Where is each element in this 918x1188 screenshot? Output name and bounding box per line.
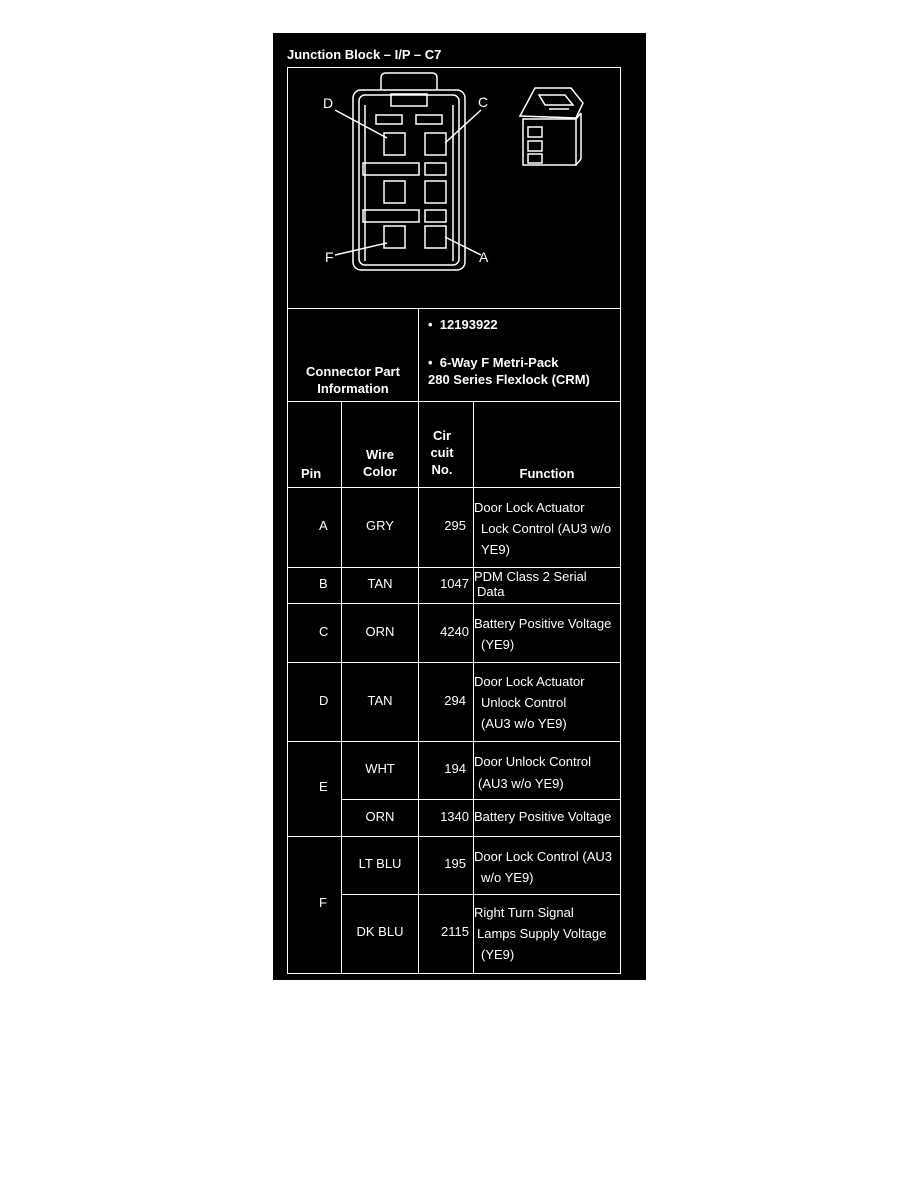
circuit-number: 194 xyxy=(444,761,466,776)
pin-label-d: D xyxy=(323,95,333,111)
pin-cell-f xyxy=(287,836,342,974)
pin-label-a: A xyxy=(479,249,489,265)
part-number: • 12193922 xyxy=(428,317,498,332)
pin-e: E xyxy=(319,779,328,794)
circuit-number: 4240 xyxy=(440,624,469,639)
cavity-c xyxy=(424,132,447,156)
connector-info-label: Connector Part Information xyxy=(306,364,400,396)
connector-description: • 6-Way F Metri-Pack 280 Series Flexlock… xyxy=(428,355,590,387)
wire-color: GRY xyxy=(366,518,394,533)
circuit-number: 294 xyxy=(444,693,466,708)
circuit-number: 2115 xyxy=(441,924,469,939)
wire-color: ORN xyxy=(365,624,395,639)
pin-cell-a xyxy=(287,487,342,568)
circuit-number: 1340 xyxy=(440,809,469,824)
pin-f: F xyxy=(319,895,327,910)
pin-d: D xyxy=(319,693,329,708)
function-text: Door Lock Control (AU3 w/o YE9) xyxy=(474,849,612,885)
wire-color: LT BLU xyxy=(358,856,402,871)
cavity-d xyxy=(383,132,406,156)
pin-cell-d xyxy=(287,662,342,742)
cavity-e xyxy=(383,180,406,204)
pin-b: B xyxy=(319,576,328,591)
pin-label-f: F xyxy=(325,249,334,265)
header-function: Function xyxy=(519,466,575,481)
function-text: Right Turn Signal Lamps Supply Voltage (… xyxy=(474,905,607,962)
pin-label-c: C xyxy=(478,94,488,110)
wire-color: ORN xyxy=(365,809,395,824)
connector-panel: Junction Block – I/P – C7 xyxy=(273,33,646,980)
wire-color: DK BLU xyxy=(356,924,404,939)
pin-cell-b xyxy=(287,567,342,604)
connector-diagram: D C F A xyxy=(323,72,584,271)
circuit-number: 195 xyxy=(444,856,466,871)
function-text: Battery Positive Voltage xyxy=(474,809,612,824)
circuit-number: 295 xyxy=(444,518,466,533)
connector-housing-inner xyxy=(358,94,460,266)
cavity-a xyxy=(424,225,447,249)
connector-latch xyxy=(380,72,438,90)
function-text: Door Unlock Control (AU3 w/o YE9) xyxy=(474,754,592,791)
wire-color: TAN xyxy=(367,576,393,591)
function-text: Door Lock Actuator Unlock Control (AU3 w… xyxy=(474,674,585,731)
connector-housing xyxy=(352,89,466,271)
pin-cell-c xyxy=(287,603,342,663)
pin-c: C xyxy=(319,624,329,639)
function-text: Door Lock Actuator Lock Control (AU3 w/o… xyxy=(474,500,612,557)
wire-color: TAN xyxy=(367,693,393,708)
function-text: Battery Positive Voltage (YE9) xyxy=(474,616,612,652)
connector-3d-view xyxy=(518,87,584,166)
circuit-number: 1047 xyxy=(440,576,469,591)
header-pin: Pin xyxy=(301,466,322,481)
cavity-b xyxy=(424,180,447,204)
panel-title: Junction Block – I/P – C7 xyxy=(287,47,442,62)
function-text: PDM Class 2 Serial Data xyxy=(474,569,587,599)
wire-color: WHT xyxy=(365,761,395,776)
pin-a: A xyxy=(319,518,328,533)
pin-cell-e xyxy=(287,741,342,837)
latch-slot xyxy=(390,93,428,107)
cavity-f xyxy=(383,225,406,249)
